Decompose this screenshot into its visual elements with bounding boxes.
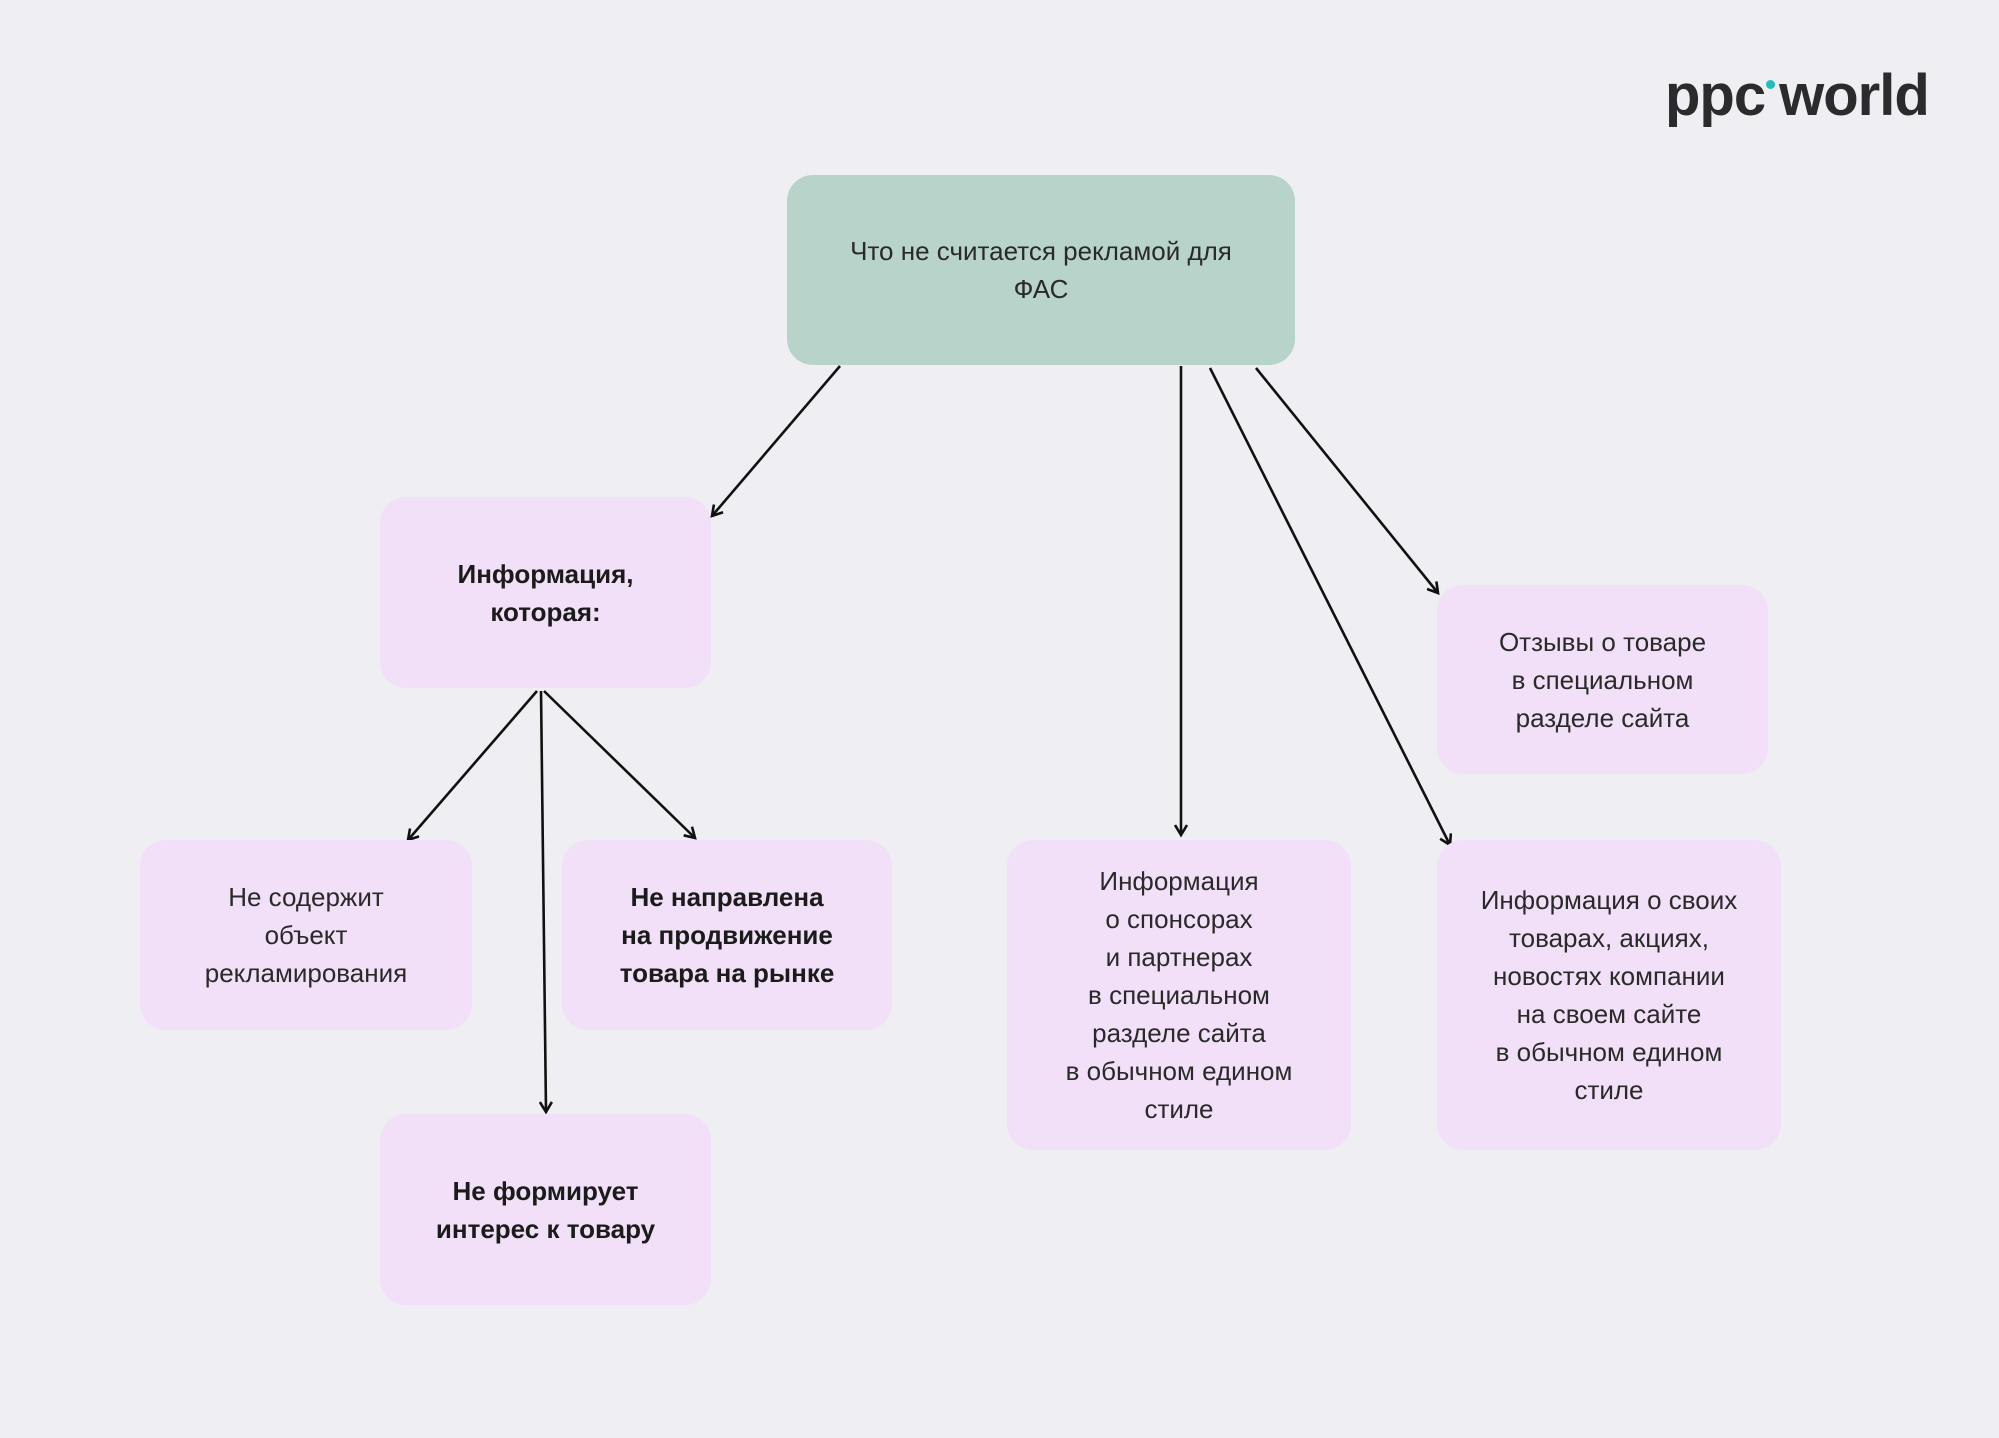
- node-no-interest: Не формирует интерес к товару: [380, 1114, 711, 1305]
- node-information: Информация, которая:: [380, 497, 711, 688]
- node-reviews: Отзывы о товаре в специальном разделе са…: [1437, 585, 1768, 774]
- logo-dot-icon: [1766, 80, 1776, 89]
- node-root-text: Что не считается рекламой для ФАС: [850, 236, 1232, 304]
- node-information-text: Информация, которая:: [457, 558, 634, 627]
- logo-part-world: world: [1779, 63, 1930, 128]
- arrow-root-to-own-info: [1208, 367, 1450, 845]
- node-reviews-text: Отзывы о товаре в специальном разделе са…: [1498, 626, 1707, 733]
- logo-part-ppc: ppc: [1665, 63, 1766, 128]
- arrow-information-to-no-object: [408, 690, 538, 840]
- node-no-object-text: Не содержит объект рекламирования: [204, 882, 408, 988]
- node-not-promoting: Не направлена на продвижение товара на р…: [562, 840, 892, 1030]
- arrow-root-to-information: [712, 365, 841, 516]
- arrow-information-to-no-interest: [541, 690, 546, 1112]
- node-no-object: Не содержит объект рекламирования: [140, 840, 472, 1030]
- node-own-info-text: Информация о своих товарах, акциях, ново…: [1480, 885, 1738, 1105]
- node-no-interest-text: Не формирует интерес к товару: [435, 1175, 656, 1244]
- node-not-promoting-text: Не направлена на продвижение товара на р…: [619, 882, 835, 988]
- arrow-root-to-reviews: [1254, 367, 1438, 593]
- node-root: Что не считается рекламой для ФАС: [787, 175, 1295, 365]
- node-own-info: Информация о своих товарах, акциях, ново…: [1437, 840, 1781, 1150]
- node-sponsors: Информация о спонсорах и партнерах в спе…: [1007, 840, 1351, 1150]
- arrow-information-to-not-promoting: [543, 690, 695, 838]
- node-sponsors-text: Информация о спонсорах и партнерах в спе…: [1065, 866, 1293, 1124]
